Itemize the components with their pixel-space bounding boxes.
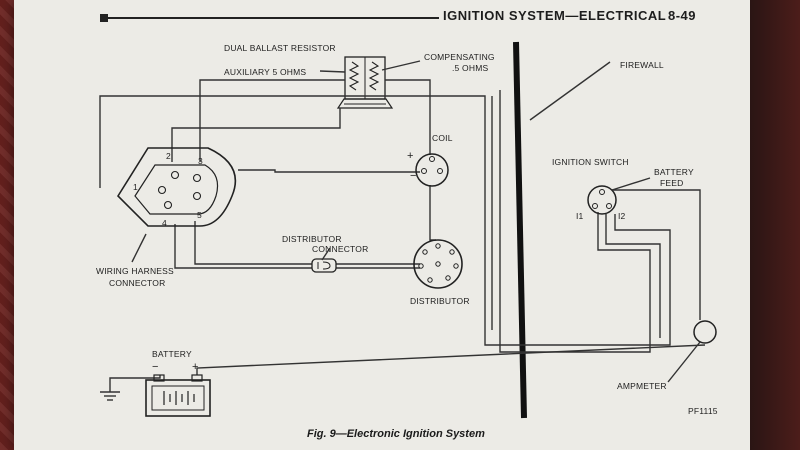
figure-caption: Fig. 9—Electronic Ignition System — [307, 428, 485, 440]
header-rule — [104, 17, 439, 19]
label-auxiliary: AUXILIARY 5 OHMS — [224, 67, 307, 77]
firewall-bar — [513, 41, 527, 419]
comp-leader — [381, 60, 421, 71]
label-coil-plus: + — [407, 150, 414, 162]
wire-comp-to-coil — [385, 79, 431, 155]
label-dual-ballast-resistor: DUAL BALLAST RESISTOR — [224, 43, 336, 53]
wire-battery-positive — [196, 344, 706, 375]
label-firewall: FIREWALL — [620, 60, 664, 70]
wire-pin3-to-aux — [199, 79, 345, 162]
ballast-resistor — [336, 56, 394, 109]
label-ammeter: AMPMETER — [617, 381, 667, 391]
label-battery-feed-2: FEED — [660, 178, 684, 188]
wire-pin4-to-connector — [174, 224, 312, 269]
label-battery-feed-1: BATTERY — [654, 167, 694, 177]
label-code: PF1115 — [688, 406, 718, 416]
label-distributor: DISTRIBUTOR — [410, 296, 470, 306]
wiring-harness-connector — [116, 147, 237, 227]
label-pin-1: 1 — [133, 182, 138, 192]
battery-feed-leader — [611, 177, 651, 191]
label-wiring-harness-2: CONNECTOR — [109, 278, 166, 288]
label-battery: BATTERY — [152, 349, 192, 359]
label-distributor-connector-1: DISTRIBUTOR — [282, 234, 342, 244]
label-wiring-harness-1: WIRING HARNESS — [96, 266, 174, 276]
ignition-switch-symbol — [587, 185, 617, 215]
wire-harness-to-ignition — [99, 95, 671, 346]
harness-leader — [131, 233, 147, 263]
label-compensating-2: .5 OHMS — [452, 63, 489, 73]
battery-symbol — [145, 374, 211, 417]
coil-symbol — [415, 153, 449, 187]
label-compensating-1: COMPENSATING — [424, 52, 495, 62]
label-pin-3: 3 — [198, 156, 203, 166]
ammeter-symbol — [693, 320, 717, 344]
label-pin-4: 4 — [162, 218, 167, 228]
manual-page — [14, 0, 750, 450]
label-coil-minus: − — [410, 170, 417, 182]
ammeter-leader — [667, 341, 701, 383]
aux-leader — [319, 70, 346, 73]
label-i2: I2 — [618, 211, 626, 221]
label-pin-2: 2 — [166, 151, 171, 161]
wire-ignition-i2 — [605, 214, 661, 338]
header-page-number: 8-49 — [668, 8, 697, 23]
label-battery-plus: + — [192, 361, 199, 373]
header-title: IGNITION SYSTEM—ELECTRICAL — [443, 8, 667, 23]
wire-pin2-to-resistor — [171, 108, 341, 162]
label-battery-minus: − — [152, 361, 159, 373]
firewall-leader — [529, 61, 611, 121]
label-coil: COIL — [432, 133, 453, 143]
label-pin-5: 5 — [197, 210, 202, 220]
label-ignition-switch: IGNITION SWITCH — [552, 157, 629, 167]
wire-to-coil-minus — [238, 169, 420, 173]
wire-ignition-i1 — [499, 90, 651, 353]
label-i1: I1 — [576, 211, 584, 221]
wire-battery-ground — [109, 375, 161, 392]
wire-pin5-to-connector — [194, 221, 312, 265]
wire-battery-feed — [612, 189, 701, 320]
wire-coil-to-distributor — [429, 185, 436, 241]
distributor-symbol — [413, 239, 463, 289]
background-right — [750, 0, 800, 450]
dist-connector-leader — [321, 247, 331, 261]
label-distributor-connector-2: CONNECTOR — [312, 244, 369, 254]
distributor-connector — [311, 258, 337, 273]
